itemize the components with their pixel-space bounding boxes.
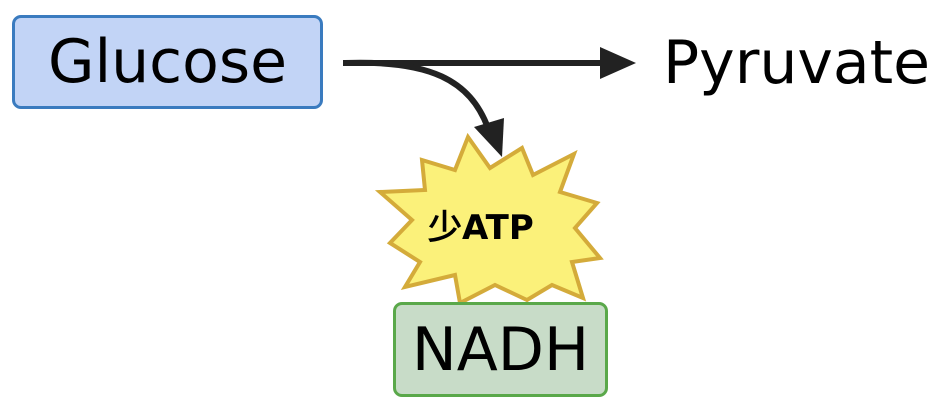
arrowhead-atp [474, 118, 504, 157]
atp-label: 少ATP [428, 208, 534, 248]
nadh-node: NADH [393, 302, 608, 397]
nadh-label: NADH [411, 314, 590, 385]
pyruvate-label: Pyruvate [663, 28, 931, 98]
glucose-node: Glucose [12, 15, 323, 109]
arrowhead-pyruvate [600, 47, 636, 79]
atp-starburst [374, 132, 604, 307]
glucose-label: Glucose [47, 27, 288, 97]
arrow-glucose-to-atp [344, 59, 491, 130]
